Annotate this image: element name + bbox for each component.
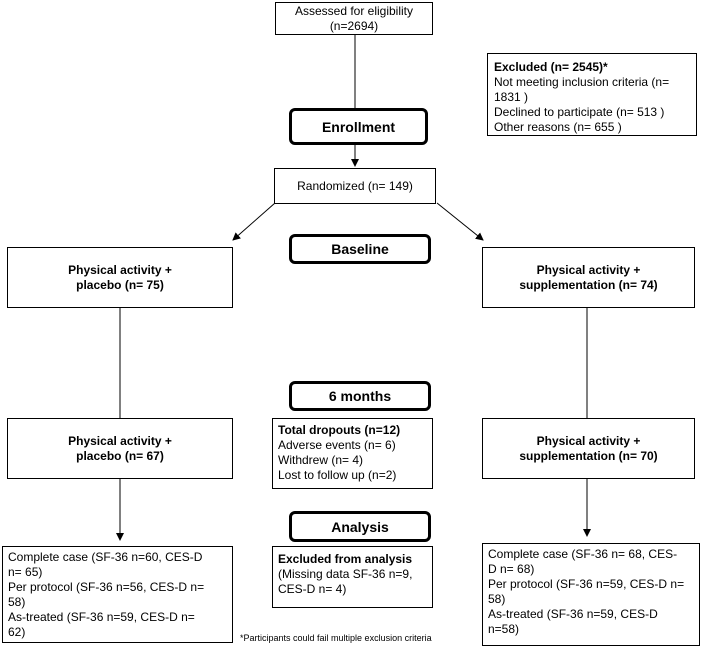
stage-enrollment: Enrollment — [289, 108, 428, 145]
six-left-box: Physical activity + placebo (n= 67) — [7, 418, 233, 479]
baseline-left-box: Physical activity + placebo (n= 75) — [7, 247, 233, 308]
excluded-line: Declined to participate (n= 513 ) — [494, 105, 665, 119]
excluded-box: Excluded (n= 2545)* Not meeting inclusio… — [487, 53, 697, 136]
analysis-mid-box: Excluded from analysis (Missing data SF-… — [272, 546, 433, 608]
excluded-title: Excluded (n= 2545)* — [494, 60, 608, 74]
stage-six-months-label: 6 months — [328, 388, 392, 404]
randomized-box: Randomized (n= 149) — [274, 168, 436, 204]
stage-analysis: Analysis — [289, 511, 431, 542]
six-left-line: placebo (n= 67) — [76, 448, 164, 463]
analysis-right-line: D n= 68) — [488, 562, 535, 576]
analysis-right-line: n=58) — [488, 622, 520, 636]
eligibility-box: Assessed for eligibility (n=2694) — [275, 2, 433, 35]
stage-six-months: 6 months — [289, 381, 431, 411]
analysis-left-box: Complete case (SF-36 n=60, CES-D n= 65) … — [2, 546, 233, 643]
analysis-left-line: n= 65) — [8, 565, 43, 579]
dropouts-title: Total dropouts (n=12) — [278, 423, 401, 437]
footnote: *Participants could fail multiple exclus… — [240, 633, 432, 643]
analysis-left-line: As-treated (SF-36 n=59, CES-D n= — [8, 610, 195, 624]
arrow-randomized-to-left — [232, 202, 276, 241]
six-right-line: Physical activity + — [536, 433, 641, 448]
analysis-right-line: As-treated (SF-36 n=59, CES-D — [488, 607, 658, 621]
baseline-left-line: placebo (n= 75) — [76, 277, 164, 292]
six-right-line: supplementation (n= 70) — [519, 448, 658, 463]
analysis-mid-line: (Missing data SF-36 n=9, — [278, 567, 413, 581]
stage-baseline: Baseline — [289, 234, 431, 264]
randomized-text: Randomized (n= 149) — [297, 178, 413, 193]
stage-enrollment-label: Enrollment — [321, 118, 396, 135]
analysis-left-line: 58) — [8, 595, 26, 609]
analysis-mid-line: CES-D n= 4) — [278, 582, 347, 596]
analysis-right-line: Complete case (SF-36 n= 68, CES- — [488, 547, 678, 561]
baseline-right-line: supplementation (n= 74) — [519, 277, 658, 292]
baseline-right-line: Physical activity + — [536, 262, 641, 277]
six-left-line: Physical activity + — [68, 433, 172, 448]
six-right-box: Physical activity + supplementation (n= … — [482, 418, 695, 479]
analysis-right-box: Complete case (SF-36 n= 68, CES- D n= 68… — [482, 543, 700, 646]
analysis-right-line: 58) — [488, 592, 506, 606]
arrow-randomized-to-right — [436, 202, 484, 241]
excluded-line: 1831 ) — [494, 90, 529, 104]
dropouts-line: Withdrew (n= 4) — [278, 453, 364, 467]
stage-analysis-label: Analysis — [331, 518, 389, 535]
analysis-left-line: Complete case (SF-36 n=60, CES-D — [8, 550, 203, 564]
stage-baseline-label: Baseline — [331, 241, 389, 257]
baseline-left-line: Physical activity + — [68, 262, 172, 277]
analysis-mid-title: Excluded from analysis — [278, 552, 413, 566]
dropouts-box: Total dropouts (n=12) Adverse events (n=… — [272, 418, 433, 489]
dropouts-line: Adverse events (n= 6) — [278, 438, 396, 452]
analysis-left-line: Per protocol (SF-36 n=56, CES-D n= — [8, 580, 205, 594]
excluded-line: Not meeting inclusion criteria (n= — [494, 75, 670, 89]
eligibility-text: Assessed for eligibility (n=2694) — [294, 3, 414, 33]
analysis-left-line: 62) — [8, 625, 26, 639]
baseline-right-box: Physical activity + supplementation (n= … — [482, 247, 695, 308]
analysis-right-line: Per protocol (SF-36 n=59, CES-D n= — [488, 577, 685, 591]
dropouts-line: Lost to follow up (n=2) — [278, 468, 397, 482]
excluded-line: Other reasons (n= 655 ) — [494, 120, 622, 134]
